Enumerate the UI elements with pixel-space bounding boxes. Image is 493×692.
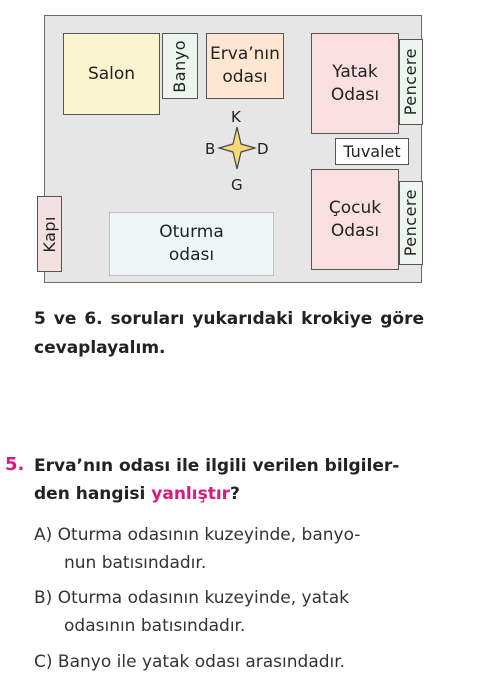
- room-salon-label: Salon: [87, 63, 136, 84]
- option-a-letter: A): [34, 525, 53, 545]
- room-salon: Salon: [63, 33, 160, 115]
- room-yatak: Yatak Odası: [311, 33, 399, 134]
- option-b-line1: Oturma odasının kuzeyinde, yatak: [57, 588, 349, 608]
- window-2-label: Pencere: [401, 189, 421, 257]
- question-number: 5.: [5, 454, 25, 475]
- room-tuvalet: Tuvalet: [335, 138, 409, 165]
- door: Kapı: [37, 196, 62, 272]
- compass-south-label: G: [231, 176, 243, 194]
- room-tuvalet-label: Tuvalet: [343, 141, 401, 161]
- door-label: Kapı: [39, 215, 59, 253]
- room-oturma-label-line2: odası: [168, 245, 215, 265]
- question-highlight: yanlıştır: [151, 484, 231, 504]
- window-1: Pencere: [399, 39, 423, 125]
- option-c[interactable]: C) Banyo ile yatak odası arasındadır.: [34, 648, 426, 676]
- room-yatak-label-line1: Yatak: [332, 61, 378, 82]
- option-a[interactable]: A) Oturma odasının kuzeyinde, banyo- nun…: [34, 521, 426, 577]
- option-a-line1: Oturma odasının kuzeyinde, banyo-: [57, 525, 361, 545]
- room-erva-label-line2: odası: [222, 67, 268, 87]
- compass-north-label: K: [231, 108, 241, 126]
- room-cocuk: Çocuk Odası: [311, 169, 399, 270]
- room-banyo-label: Banyo: [170, 39, 190, 93]
- question-text-end: ?: [230, 484, 240, 504]
- room-yatak-label-line2: Odası: [330, 84, 380, 105]
- window-2: Pencere: [399, 181, 423, 265]
- room-oturma: Oturma odası: [109, 212, 274, 276]
- intro-text: 5 ve 6. soruları yukarıdaki krokiye göre…: [34, 309, 424, 358]
- question-text-main: Erva’nın odası ile ilgili verilen bilgil…: [34, 456, 400, 504]
- option-c-letter: C): [34, 652, 53, 672]
- compass-east-label: D: [257, 140, 269, 158]
- question-text: Erva’nın odası ile ilgili verilen bilgil…: [34, 452, 429, 508]
- option-a-line2: nun batısındadır.: [64, 553, 207, 573]
- room-banyo: Banyo: [162, 33, 198, 99]
- room-cocuk-label-line1: Çocuk: [328, 197, 382, 218]
- option-c-line1: Banyo ile yatak odası arasındadır.: [57, 652, 346, 672]
- option-b[interactable]: B) Oturma odasının kuzeyinde, yatak odas…: [34, 584, 426, 640]
- option-b-line2: odasının batısındadır.: [64, 616, 246, 636]
- option-b-letter: B): [34, 588, 53, 608]
- room-oturma-label-line1: Oturma: [159, 222, 224, 243]
- room-erva: Erva’nın odası: [206, 33, 284, 99]
- room-cocuk-label-line2: Odası: [330, 220, 380, 241]
- room-erva-label-line1: Erva’nın: [210, 44, 280, 65]
- floor-plan: Salon Banyo Erva’nın odası Yatak Odası P…: [37, 15, 423, 283]
- compass-star-icon: [217, 126, 257, 170]
- window-1-label: Pencere: [401, 48, 421, 116]
- compass-west-label: B: [205, 140, 216, 158]
